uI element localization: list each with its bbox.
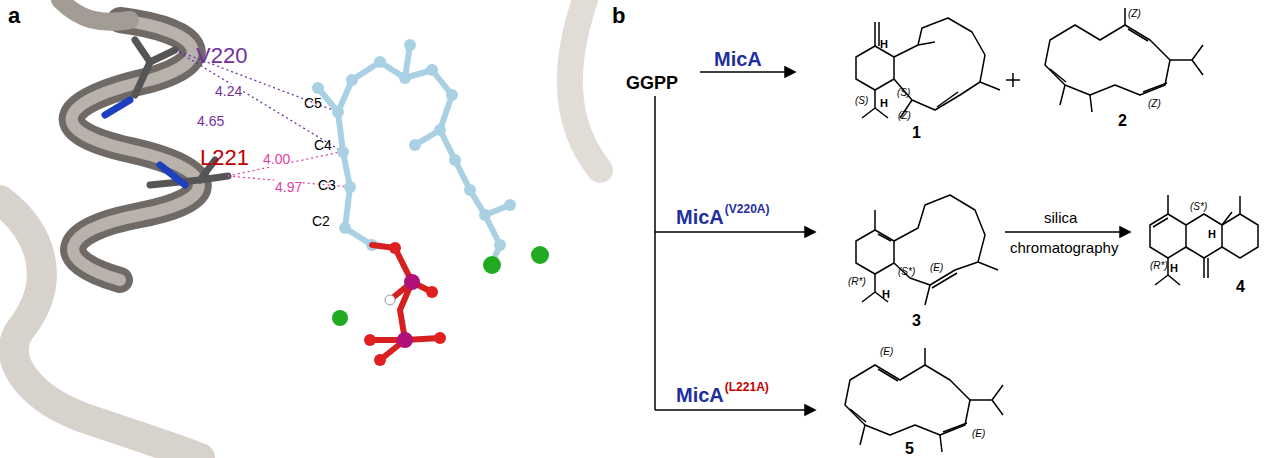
stereo-label: (R*) (1150, 260, 1168, 271)
atom-label: C3 (318, 178, 336, 193)
stereo-label: (R*) (848, 276, 866, 287)
compound-number: 5 (905, 440, 914, 458)
stereo-label: (Z) (1148, 98, 1161, 109)
stereo-label: (Z) (898, 110, 911, 121)
stereo-label: (S) (855, 95, 868, 106)
distance-value: 4.97 (274, 180, 303, 195)
distance-value: 4.24 (214, 84, 243, 99)
atom-label: C4 (314, 138, 332, 153)
stereo-label: (E) (930, 262, 943, 273)
compound-number: 4 (1236, 278, 1245, 296)
ggpp-ligand (312, 39, 549, 366)
chemical-structure (845, 8, 1258, 452)
stereo-label: (E) (972, 428, 985, 439)
distance-line (175, 50, 350, 187)
stereo-label: (E) (880, 346, 893, 357)
residue-name: V220 (196, 44, 247, 68)
enzyme-name: MicA (676, 384, 724, 406)
substrate-name: GGPP (626, 74, 678, 94)
enzyme-name: MicA (676, 206, 724, 228)
stereo-label: H (1170, 262, 1178, 274)
distance-value: 4.00 (262, 152, 291, 167)
atom-label: C2 (312, 214, 330, 229)
enzyme-name: MicA (714, 48, 762, 70)
stereo-label: (S*) (898, 266, 915, 277)
stereo-label: (S*) (1190, 201, 1207, 212)
stereo-label: H (880, 38, 888, 50)
mutation-label: (V220A) (725, 203, 770, 215)
stereo-label: H (1208, 228, 1216, 240)
stereo-label: (S) (897, 87, 910, 98)
compound-number: 2 (1118, 112, 1127, 130)
panel-letter: a (8, 4, 20, 28)
mutation-label: (L221A) (725, 381, 769, 393)
atom-label: C5 (304, 96, 322, 111)
condition-text: chromatography (1010, 240, 1118, 257)
stereo-label: H (880, 97, 888, 109)
distance-value: 4.65 (196, 114, 225, 129)
stereo-label: (Z) (1128, 8, 1141, 19)
stereo-label: H (882, 288, 890, 300)
condition-text: silica (1044, 210, 1077, 227)
compound-number: 1 (912, 124, 921, 142)
residue-name: L221 (200, 146, 249, 170)
reaction-arrow (655, 67, 1130, 415)
helix-ribbon (0, 0, 600, 458)
compound-number: 3 (912, 312, 921, 330)
panel-letter: b (612, 4, 625, 28)
